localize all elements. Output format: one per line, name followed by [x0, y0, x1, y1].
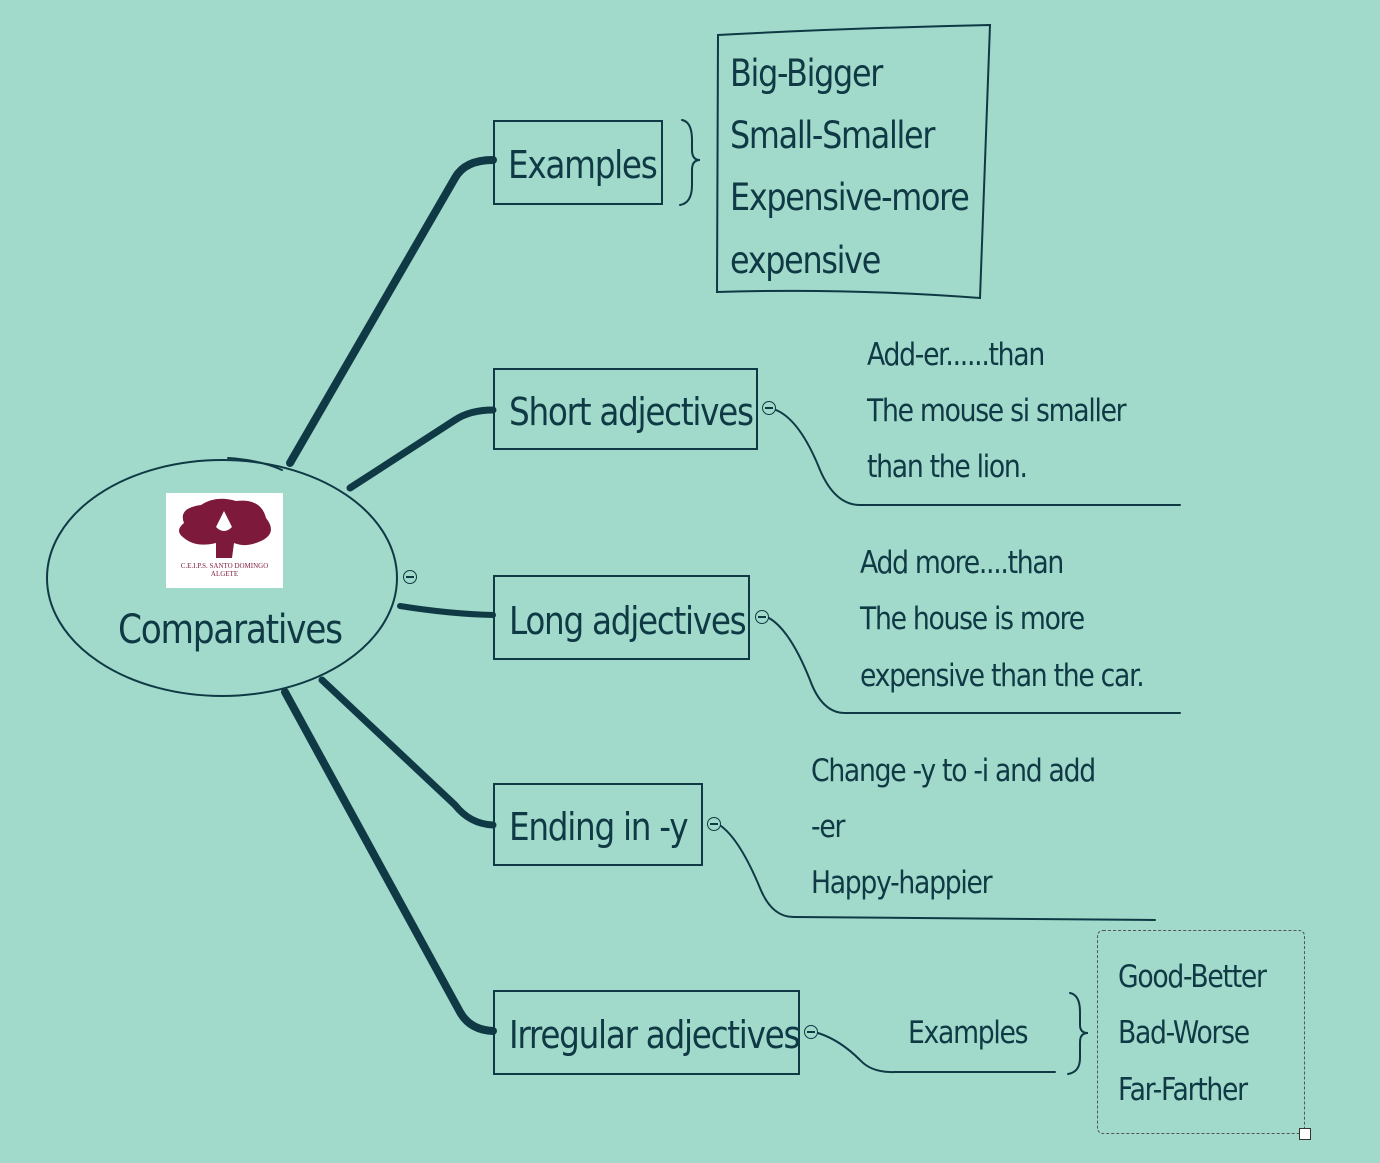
pen-nib-icon [216, 511, 232, 531]
central-topic-title[interactable]: Comparatives [118, 607, 343, 653]
topic-short-adjectives[interactable] [493, 368, 758, 450]
logo-caption: C.E.I.P.S. SANTO DOMINGO [180, 562, 269, 570]
topic-short-label: Short adjectives [509, 390, 754, 434]
collapse-toggle-irregular[interactable] [804, 1025, 818, 1039]
topic-examples-label: Examples [508, 143, 658, 187]
irregular-detail: Far-Farther [1118, 1072, 1248, 1108]
short-detail: Add-er......than [867, 337, 1045, 373]
short-detail: The mouse si smaller [867, 393, 1127, 429]
branch-line-irregular [281, 688, 497, 1035]
examples-note-box [715, 23, 992, 300]
topic-irregular-adjectives[interactable] [493, 990, 800, 1075]
example-detail: Expensive-more [730, 176, 970, 219]
long-detail: Add more....than [860, 545, 1064, 581]
ending-detail: Change -y to -i and add [811, 753, 1096, 789]
ending-detail: Happy-happier [811, 865, 993, 901]
branch-line-ending [318, 676, 497, 829]
logo-subcaption: ALGETE [210, 569, 239, 578]
long-detail: The house is more [860, 601, 1085, 637]
irregular-examples-label[interactable]: Examples [908, 1015, 1029, 1051]
topic-ending-label: Ending in -y [509, 805, 689, 849]
central-topic-outline [46, 459, 398, 697]
irregular-detail: Bad-Worse [1118, 1015, 1250, 1051]
topic-ending-in-y[interactable] [493, 783, 703, 866]
line-short-detail [775, 409, 1181, 506]
line-ending-detail [720, 825, 1156, 921]
line-irregular-examples [817, 1032, 1056, 1074]
topic-irregular-label: Irregular adjectives [509, 1013, 801, 1057]
topic-examples[interactable] [493, 120, 663, 205]
brace-examples [679, 119, 701, 206]
collapse-toggle-ending[interactable] [707, 817, 721, 831]
central-topic-accent [227, 457, 283, 471]
brace-irregular [1067, 992, 1089, 1075]
example-detail: Big-Bigger [730, 52, 883, 95]
irregular-detail: Good-Better [1118, 959, 1267, 995]
resize-handle[interactable] [1299, 1128, 1311, 1140]
collapse-toggle-long[interactable] [755, 610, 769, 624]
collapse-toggle-central[interactable] [403, 570, 417, 584]
selected-note-box[interactable] [1097, 930, 1305, 1134]
tree-pen-logo-icon [179, 498, 271, 558]
branch-line-long [397, 603, 496, 618]
topic-long-adjectives[interactable] [493, 575, 750, 660]
ending-detail: -er [811, 809, 845, 845]
line-long-detail [768, 617, 1181, 714]
example-detail: Small-Smaller [730, 114, 935, 157]
long-detail: expensive than the car. [860, 658, 1145, 694]
example-detail: expensive [730, 239, 881, 282]
branch-line-examples [286, 156, 497, 467]
collapse-toggle-short[interactable] [762, 401, 776, 415]
branch-line-short [346, 406, 497, 492]
short-detail: than the lion. [867, 449, 1028, 485]
topic-long-label: Long adjectives [509, 599, 747, 643]
